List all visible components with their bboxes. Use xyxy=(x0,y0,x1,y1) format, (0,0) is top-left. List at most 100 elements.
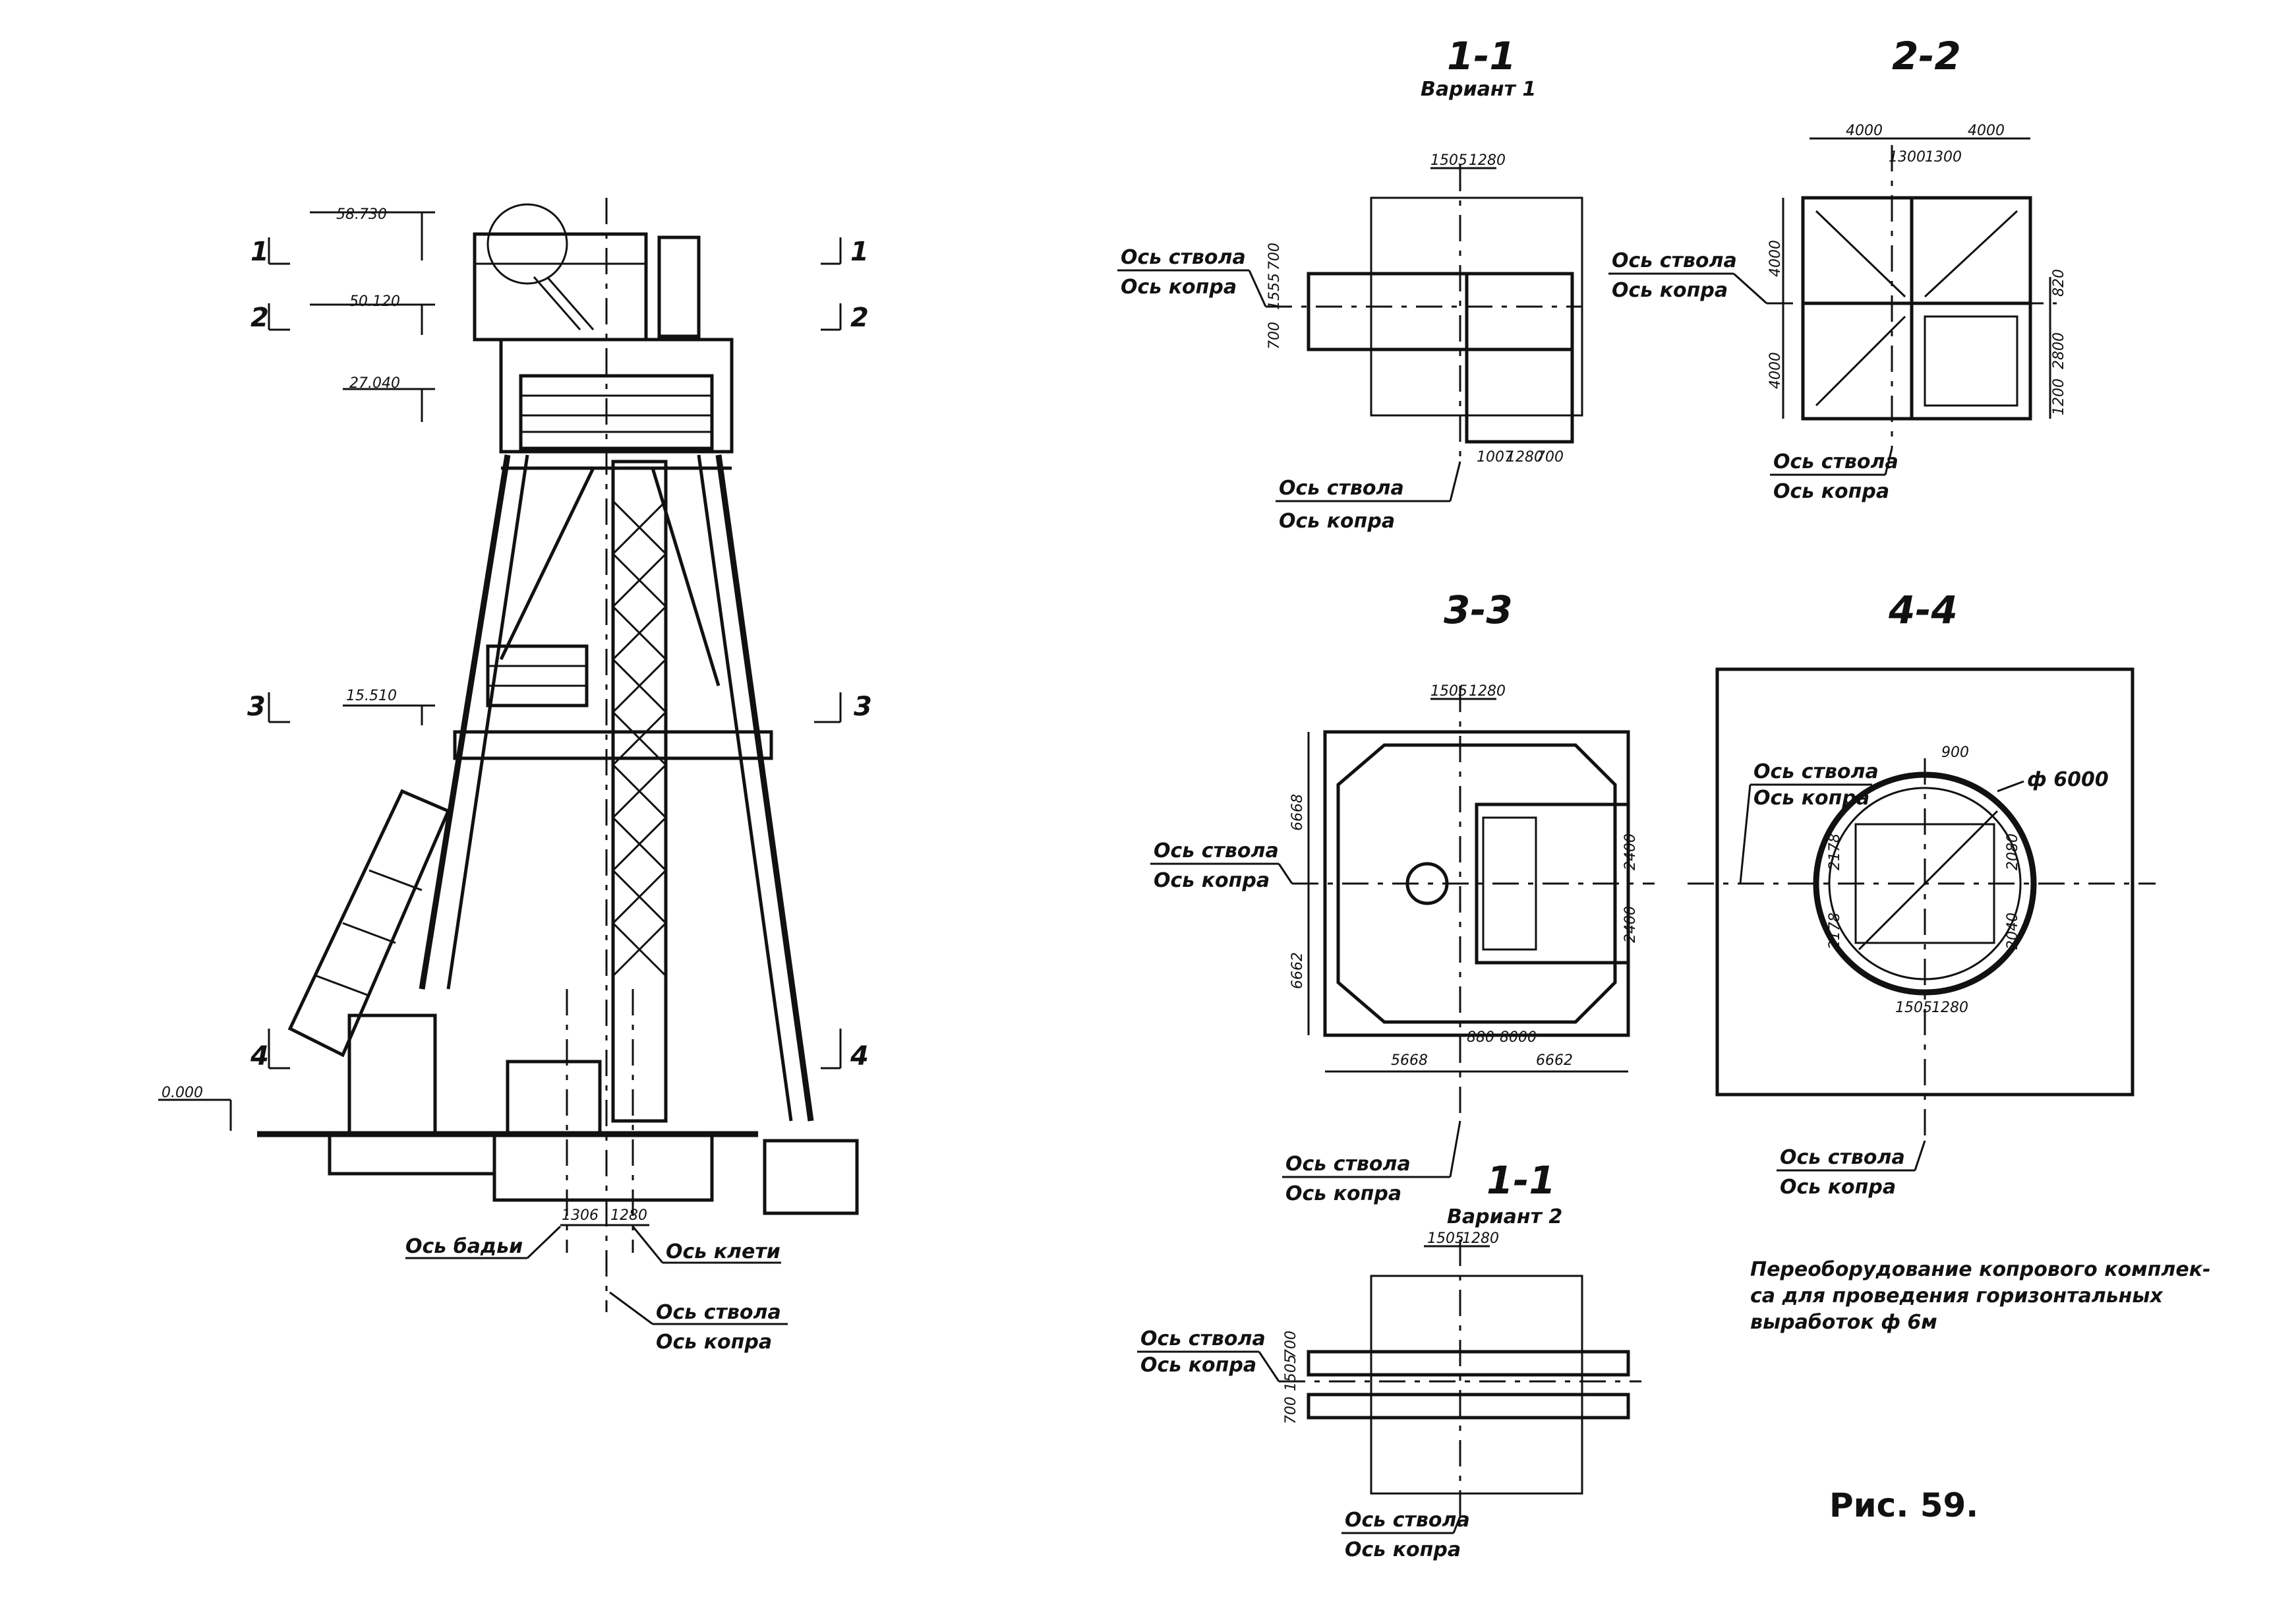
mid-cabin xyxy=(486,644,589,708)
head-brace-2 xyxy=(546,276,595,330)
s11v1-axis-bottom-2: Ось копра xyxy=(1279,510,1395,533)
conveyor-gallery xyxy=(287,789,451,1058)
s33-dim-left-1: 6668 xyxy=(1289,794,1306,831)
s11v2-dim-side-1: 700 xyxy=(1283,1397,1299,1424)
section-mark-1-left: 1 xyxy=(250,237,269,267)
s11v2-beam-1 xyxy=(1307,1350,1630,1377)
s11v2-dim-top-1: 1505 xyxy=(1427,1230,1464,1247)
s44-dim-left-1: 2178 xyxy=(1827,833,1843,870)
s33-dim-top-1: 1505 xyxy=(1430,683,1467,700)
gallery-rib-2 xyxy=(342,922,396,944)
s22-compartment xyxy=(1924,315,2018,407)
s44-dim-bottom-1: 1505 xyxy=(1895,1000,1932,1016)
s11v1-axis-left-1: Ось ствола xyxy=(1121,246,1246,269)
s22-dim-top-inner-2: 1300 xyxy=(1925,149,1962,166)
brace-left xyxy=(499,467,595,661)
bucket-axis-label: Ось бадьи xyxy=(405,1235,523,1258)
s22-brace-2 xyxy=(1924,210,2018,298)
s44-dim-top: 900 xyxy=(1941,744,1969,761)
section-marks: 1 1 2 2 3 3 4 4 xyxy=(247,237,872,1071)
s33-axis-bottom-1: Ось ствола xyxy=(1285,1153,1411,1176)
machine-house xyxy=(499,338,734,454)
s22-brace-3 xyxy=(1815,315,1906,407)
s22-dim-right-2: 2800 xyxy=(2051,332,2067,369)
s11v1-dim-side-3: 700 xyxy=(1266,243,1283,270)
s33-axis-bottom-2: Ось копра xyxy=(1285,1182,1401,1205)
figure-label: Рис. 59. xyxy=(1829,1486,1978,1524)
brace-right xyxy=(651,467,721,686)
elev-dim-1280: 1280 xyxy=(610,1207,647,1224)
s44-axis-left-1: Ось ствола xyxy=(1753,760,1879,783)
s33-octagon xyxy=(1336,743,1617,1024)
s44-diameter: ф 6000 xyxy=(2027,768,2109,791)
s22-dim-top-1: 4000 xyxy=(1846,123,1883,139)
s22-axis-bottom-1: Ось ствола xyxy=(1773,450,1899,473)
s11v1-dim-bottom-3: 700 xyxy=(1536,449,1564,466)
section-1-1-v1-subtitle: Вариант 1 xyxy=(1421,78,1536,101)
note-line-2: са для проведения горизонтальных xyxy=(1750,1284,2164,1308)
s44-axis-left-2: Ось копра xyxy=(1753,787,1869,810)
s11v1-axis-bottom-1: Ось ствола xyxy=(1279,477,1404,500)
s11v2-axis-left-2: Ось копра xyxy=(1140,1354,1256,1377)
s11v1-axis-left-2: Ось копра xyxy=(1121,276,1237,299)
s11v2-axis-bottom-1: Ось ствола xyxy=(1345,1509,1470,1532)
gallery-rib-1 xyxy=(316,975,370,997)
s33-dim-right-1: 2400 xyxy=(1622,833,1639,870)
s22-dim-top-2: 4000 xyxy=(1968,123,2005,139)
s22-plan xyxy=(1801,196,2032,421)
foundation-center xyxy=(492,1132,714,1202)
s11v1-dim-side-2: 1555 xyxy=(1266,273,1283,310)
sheave-wheel xyxy=(486,203,568,285)
section-mark-3-right: 3 xyxy=(854,692,872,722)
level-50120: 50.120 xyxy=(349,293,400,310)
gallery-rib-3 xyxy=(368,869,423,891)
s11v2-axis-bottom-2: Ось копра xyxy=(1345,1538,1461,1561)
s33-axis-left-1: Ось ствола xyxy=(1154,839,1279,862)
s22-dim-right-1: 820 xyxy=(2051,269,2067,297)
elev-dim-1306: 1306 xyxy=(562,1207,599,1224)
section-1-1-v2-subtitle: Вариант 2 xyxy=(1447,1205,1562,1228)
note-line-1: Переоборудование копрового комплек- xyxy=(1750,1258,2211,1281)
s44-axis-bottom-2: Ось копра xyxy=(1780,1176,1896,1199)
s11v1-dim-1505: 1505 xyxy=(1430,152,1467,169)
mid-platform xyxy=(453,730,773,760)
head-housing xyxy=(473,232,648,342)
foundation-right xyxy=(763,1139,859,1215)
s33-axis-left-2: Ось копра xyxy=(1154,869,1270,892)
s22-dim-left-2: 4000 xyxy=(1767,352,1784,389)
s44-dim-left-2: 2178 xyxy=(1827,913,1843,949)
s22-axis-left-1: Ось ствола xyxy=(1612,249,1737,272)
section-4-4: 4-4 900 ф 6000 2178 2178 2080 2040 1505 … xyxy=(1688,588,2156,1199)
section-mark-2-left: 2 xyxy=(250,303,269,333)
s33-dim-bottom-2: 6662 xyxy=(1536,1052,1573,1069)
head-brace xyxy=(533,276,581,330)
shaft-axis-label: Ось ствола xyxy=(656,1301,781,1324)
section-3-3: 3-3 1505 1280 6668 6662 2400 2400 5668 6… xyxy=(1150,588,1655,1205)
cage-axis-label: Ось клети xyxy=(666,1240,780,1263)
section-1-1-v2-title: 1-1 xyxy=(1487,1158,1556,1203)
section-mark-2-right: 2 xyxy=(850,303,869,333)
s11v2-dim-side-3: 700 xyxy=(1283,1331,1299,1358)
guide-tower xyxy=(611,460,668,1123)
drawing-note: Переоборудование копрового комплек- са д… xyxy=(1750,1258,2211,1334)
hoist-platform xyxy=(519,374,714,450)
head-housing-right xyxy=(657,235,701,338)
section-mark-1-right: 1 xyxy=(850,237,869,267)
s33-dim-top-2: 1280 xyxy=(1469,683,1506,700)
foundation-left xyxy=(328,1132,496,1176)
s44-diameter-line xyxy=(1858,810,1999,951)
s44-axis-bottom-1: Ось ствола xyxy=(1780,1146,1905,1169)
s11v1-dim-bottom-1: 1007 xyxy=(1477,449,1514,466)
section-mark-4-right: 4 xyxy=(850,1041,869,1071)
section-4-4-title: 4-4 xyxy=(1888,588,1958,632)
s22-axis-bottom-2: Ось копра xyxy=(1773,480,1889,503)
s22-dim-left-1: 4000 xyxy=(1767,240,1784,277)
s11v1-dim-bottom-2: 1280 xyxy=(1506,449,1543,466)
s11v1-beam-horizontal xyxy=(1307,272,1574,351)
s44-dim-bottom-2: 1280 xyxy=(1931,1000,1968,1016)
s44-dim-right-2: 2040 xyxy=(2005,913,2021,949)
section-1-1-v1-title: 1-1 xyxy=(1447,34,1516,78)
lower-stair xyxy=(347,1013,437,1136)
level-0000: 0.000 xyxy=(162,1085,203,1101)
